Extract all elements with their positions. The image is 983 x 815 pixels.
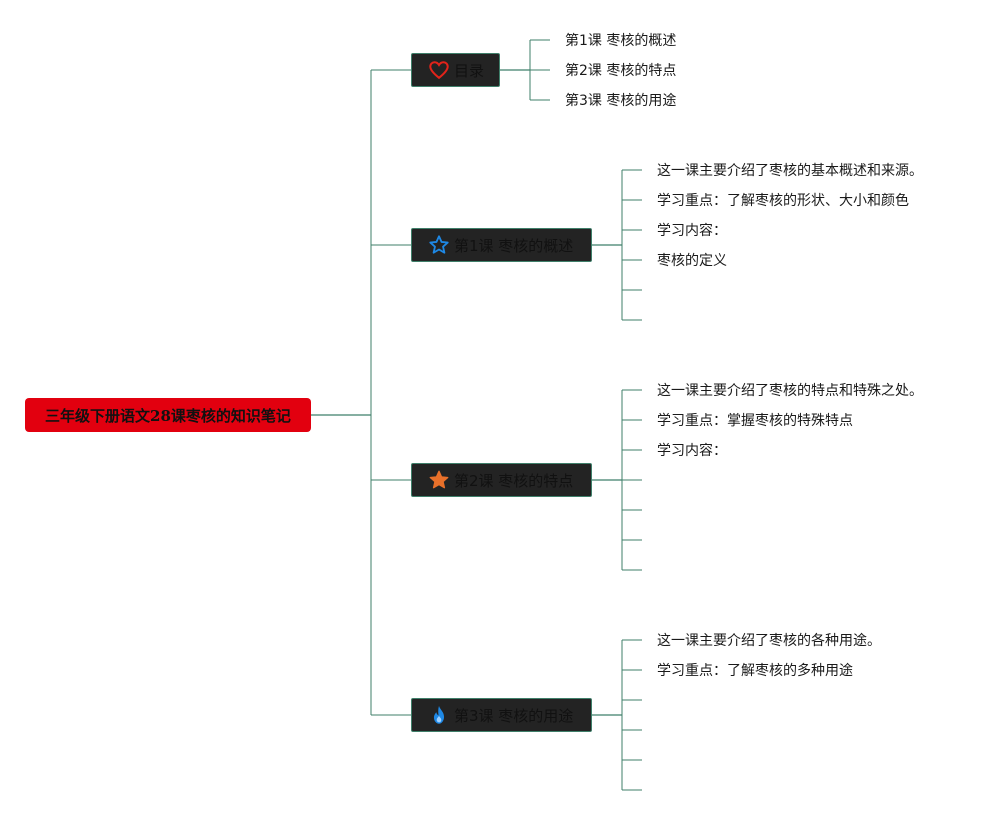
- root-node[interactable]: 三年级下册语文28课枣核的知识笔记: [25, 398, 311, 432]
- leaf-item[interactable]: 学习内容：: [657, 443, 727, 459]
- leaf-item[interactable]: 学习内容：: [657, 223, 727, 239]
- branch-node-lesson3[interactable]: 第3课 枣核的用途: [411, 698, 592, 732]
- leaf-item[interactable]: 第3课 枣核的用途: [565, 93, 677, 109]
- leaf-item[interactable]: 这一课主要介绍了枣核的基本概述和来源。: [657, 163, 923, 179]
- heart-icon: [428, 59, 450, 81]
- star-filled-icon: [428, 469, 450, 491]
- branch-node-catalog[interactable]: 目录: [411, 53, 500, 87]
- leaf-item[interactable]: 第1课 枣核的概述: [565, 33, 677, 49]
- leaf-item[interactable]: 这一课主要介绍了枣核的各种用途。: [657, 633, 881, 649]
- branch-node-lesson1[interactable]: 第1课 枣核的概述: [411, 228, 592, 262]
- leaf-item[interactable]: 这一课主要介绍了枣核的特点和特殊之处。: [657, 383, 923, 399]
- root-label: 三年级下册语文28课枣核的知识笔记: [45, 406, 291, 425]
- star-outline-icon: [428, 234, 450, 256]
- branch-node-lesson2[interactable]: 第2课 枣核的特点: [411, 463, 592, 497]
- branch-label: 目录: [454, 61, 485, 80]
- branch-label: 第3课 枣核的用途: [454, 706, 574, 725]
- branch-label: 第2课 枣核的特点: [454, 471, 574, 490]
- leaf-item[interactable]: 学习重点：了解枣核的多种用途: [657, 663, 853, 679]
- leaf-item[interactable]: 学习重点：掌握枣核的特殊特点: [657, 413, 853, 429]
- leaf-item[interactable]: 第2课 枣核的特点: [565, 63, 677, 79]
- flame-icon: [428, 704, 450, 726]
- branch-label: 第1课 枣核的概述: [454, 236, 574, 255]
- leaf-item[interactable]: 枣核的定义: [657, 253, 727, 269]
- leaf-item[interactable]: 学习重点：了解枣核的形状、大小和颜色: [657, 193, 909, 209]
